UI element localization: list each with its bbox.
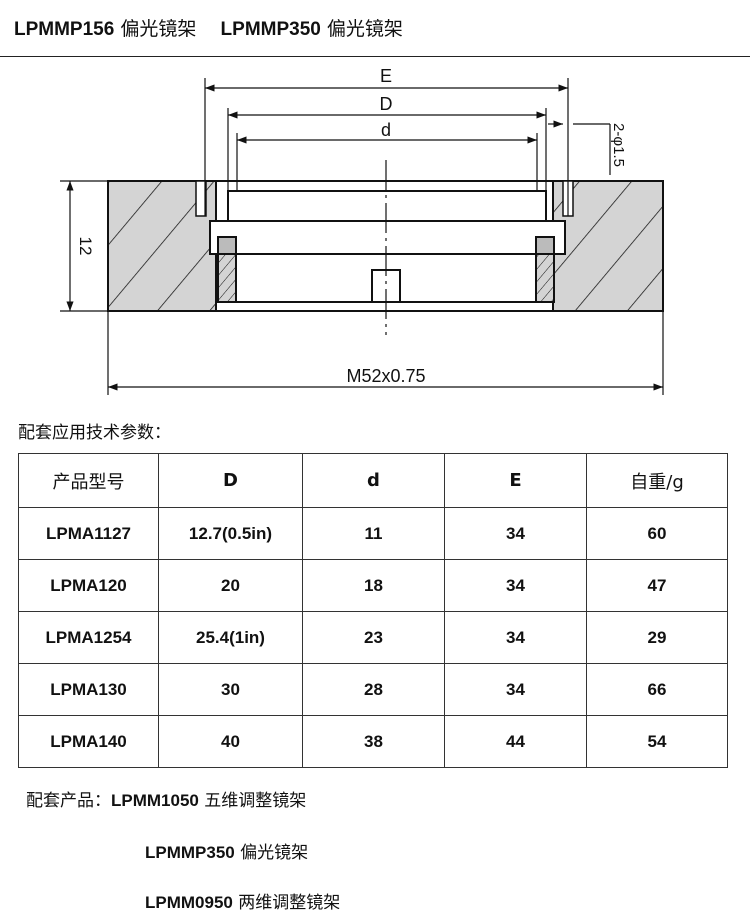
cell-D: 25.4(1in) [158, 611, 303, 664]
technical-drawing: E D d 2-φ1.5 12 M52x0.75 [60, 66, 664, 395]
cell-E: 44 [444, 715, 587, 768]
accessory-item: LPMMP350 偏光镜架 [145, 838, 308, 863]
header-weight: 自重/g [586, 453, 728, 508]
cell-d: 23 [302, 611, 445, 664]
product-name-2: 偏光镜架 [326, 18, 403, 40]
header-model: 产品型号 [18, 453, 159, 508]
cell-d: 11 [302, 507, 445, 560]
dim-thread: M52x0.75 [346, 366, 425, 386]
cell-E: 34 [444, 611, 587, 664]
cell-D: 40 [158, 715, 303, 768]
spec-heading: 配套应用技术参数： [18, 423, 171, 443]
accessory-name: 两维调整镜架 [238, 893, 341, 913]
accessory-code: LPMMP350 [145, 843, 235, 862]
cell-d: 38 [302, 715, 445, 768]
cell-D: 20 [158, 559, 303, 612]
cell-model: LPMA130 [18, 663, 159, 716]
cell-model: LPMA1254 [18, 611, 159, 664]
cell-E: 34 [444, 507, 587, 560]
cell-weight: 29 [586, 611, 728, 664]
cell-weight: 54 [586, 715, 728, 768]
header-d: d [302, 453, 445, 508]
header-D: D [158, 453, 303, 508]
cell-model: LPMA120 [18, 559, 159, 612]
accessory-item: LPMM0950 两维调整镜架 [145, 888, 340, 913]
accessory-name: 五维调整镜架 [204, 791, 307, 811]
cell-D: 30 [158, 663, 303, 716]
product-name-1: 偏光镜架 [120, 18, 197, 40]
header-E: E [444, 453, 587, 508]
dim-E: E [380, 66, 392, 86]
accessory-code: LPMM1050 [111, 791, 199, 810]
title-divider [0, 56, 750, 57]
cell-weight: 60 [586, 507, 728, 560]
product-code-1: LPMMP156 [14, 19, 115, 40]
dim-D: D [380, 94, 393, 114]
product-code-2: LPMMP350 [220, 19, 321, 40]
accessories-label: 配套产品： [26, 791, 111, 811]
dim-height: 12 [76, 237, 95, 256]
table-header-row: 产品型号 D d E 自重/g [18, 453, 728, 508]
accessory-code: LPMM0950 [145, 893, 233, 912]
cell-weight: 66 [586, 663, 728, 716]
cell-E: 34 [444, 559, 587, 612]
cell-model: LPMA1127 [18, 507, 159, 560]
dim-holes: 2-φ1.5 [610, 123, 627, 167]
accessory-item: 配套产品：LPMM1050 五维调整镜架 [26, 786, 306, 811]
cell-D: 12.7(0.5in) [158, 507, 303, 560]
cell-E: 34 [444, 663, 587, 716]
cell-d: 18 [302, 559, 445, 612]
cell-weight: 47 [586, 559, 728, 612]
cell-model: LPMA140 [18, 715, 159, 768]
page-title: LPMMP156 偏光镜架 LPMMP350 偏光镜架 [14, 14, 403, 41]
dim-d: d [381, 120, 391, 140]
cell-d: 28 [302, 663, 445, 716]
accessory-name: 偏光镜架 [240, 843, 309, 863]
